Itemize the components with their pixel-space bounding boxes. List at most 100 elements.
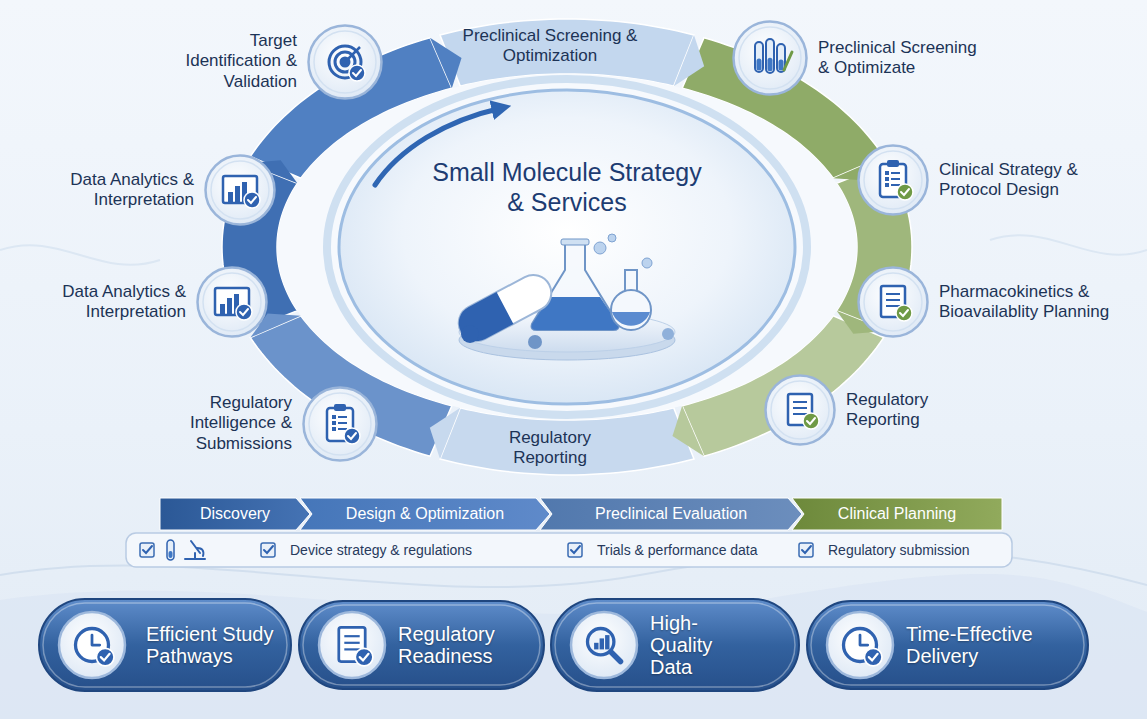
node-outline <box>196 266 268 338</box>
document-line <box>886 299 900 301</box>
flask-rim <box>561 239 589 245</box>
icon-inner-ring <box>771 381 829 439</box>
stage-label: Data Analytics & Interpretation <box>44 170 194 211</box>
checkbox <box>140 543 154 557</box>
bubble <box>594 242 606 254</box>
icon-circle <box>766 376 835 445</box>
document-line <box>344 648 359 650</box>
list-box <box>885 183 889 187</box>
check-mark <box>101 654 110 661</box>
phase-chevron: Clinical Planning <box>792 498 1002 530</box>
benefit-text: Time-Effective Delivery <box>906 623 1076 667</box>
icon-inner-ring <box>864 151 922 209</box>
chevron-shape <box>300 498 550 530</box>
phase-name: Clinical Planning <box>838 504 956 523</box>
text-holder: Discovery <box>160 504 310 523</box>
stage-label: Regulatory Reporting <box>846 390 976 431</box>
benefit-glyph <box>844 629 883 666</box>
check-mark <box>240 309 248 315</box>
text-holder: Regulatory Readiness <box>398 623 528 667</box>
pill-highlight <box>43 603 287 687</box>
benefit-icon-circle <box>571 612 637 678</box>
text-holder: Clinical Strategy & Protocol Design <box>939 160 1089 201</box>
list-line <box>891 178 900 180</box>
document-line <box>344 642 359 644</box>
ring-inner-field <box>277 74 857 420</box>
round-flask <box>611 290 651 330</box>
chart-bar <box>235 186 240 202</box>
stage-glyph <box>788 394 819 429</box>
checkbox-tick <box>143 546 152 553</box>
text-holder: Trials & performance data <box>597 542 758 559</box>
icon-circle <box>859 268 928 337</box>
check-badge <box>897 184 913 200</box>
benefit-glyph <box>588 629 621 662</box>
check-mark <box>348 433 356 439</box>
stage-label: Target Identification & Validation <box>162 31 297 92</box>
benefit-glyph <box>339 627 373 666</box>
checklist-item: Trials & performance data <box>597 542 758 559</box>
benefit-text: Regulatory Readiness <box>398 623 528 667</box>
stage-icon: Data Analytics & Interpretation <box>196 266 268 338</box>
benefit-pill: Regulatory Readiness <box>298 600 545 690</box>
process-ring <box>222 19 912 475</box>
check-mark <box>353 70 361 76</box>
clipboard-clip <box>334 404 346 411</box>
center-hub: Small Molecule Strategy & Services <box>342 87 792 407</box>
stage-label: Regulatory Intelligence & Submissions <box>172 393 292 454</box>
chart-bar <box>228 192 233 202</box>
stage-label: Clinical Strategy & Protocol Design <box>939 160 1089 201</box>
benefit-pill: Efficient Study Pathways <box>38 598 292 692</box>
document-line <box>793 407 807 409</box>
stage-glyph <box>327 404 360 444</box>
stage-glyph <box>223 176 260 208</box>
ring-band-label: Regulatory Reporting <box>490 428 610 467</box>
icon-circle <box>206 156 275 225</box>
capsule <box>452 269 557 348</box>
phase-name: Design & Optimization <box>346 504 504 523</box>
text-holder: Regulatory Reporting <box>490 428 610 467</box>
check-badge <box>349 65 365 81</box>
list-line <box>338 428 347 430</box>
stage-label: Preclinical Screening & Optimizate <box>818 38 988 79</box>
checkbox <box>799 543 813 557</box>
check-badge <box>244 192 260 208</box>
stage-icon: Preclinical Screening & Optimizate <box>732 20 808 96</box>
node-outline <box>857 266 929 338</box>
ring-band-label: Preclinical Screening & Optimization <box>450 26 650 65</box>
icon-inner-ring <box>309 393 371 455</box>
ring-arrow-tip <box>430 38 462 88</box>
check-badge <box>96 648 114 666</box>
check-mark <box>900 310 908 316</box>
benefit-icon-circle <box>59 612 125 678</box>
stage-glyph <box>215 288 252 320</box>
node-outline <box>307 24 383 100</box>
text-holder: Time-Effective Delivery <box>906 623 1076 667</box>
check-badge <box>355 648 373 666</box>
list-line <box>891 184 900 186</box>
icon-inner-ring <box>314 31 376 93</box>
list-box <box>332 415 336 419</box>
document-line <box>793 413 807 415</box>
round-flask-liquid <box>612 312 650 326</box>
check-mark <box>901 189 909 195</box>
lens-bar <box>594 643 598 650</box>
molecule-ball <box>662 328 674 340</box>
icon-inner-ring <box>864 273 922 331</box>
text-holder: Regulatory Reporting <box>846 390 976 431</box>
clipboard-clip <box>887 160 899 167</box>
clock-hands <box>860 635 868 645</box>
check-badge <box>896 305 912 321</box>
icon-inner-ring <box>211 161 269 219</box>
node-outline <box>302 386 378 462</box>
icon-inner-ring <box>203 273 261 331</box>
icon-circle <box>859 146 928 215</box>
icon-inner-ring <box>739 27 801 89</box>
lens-bar <box>600 638 604 649</box>
text-holder: Device strategy & regulations <box>290 542 472 559</box>
icon-circle <box>309 26 382 99</box>
check-badge <box>803 413 819 429</box>
text-holder: Data Analytics & Interpretation <box>44 170 194 211</box>
check-badge <box>236 304 252 320</box>
